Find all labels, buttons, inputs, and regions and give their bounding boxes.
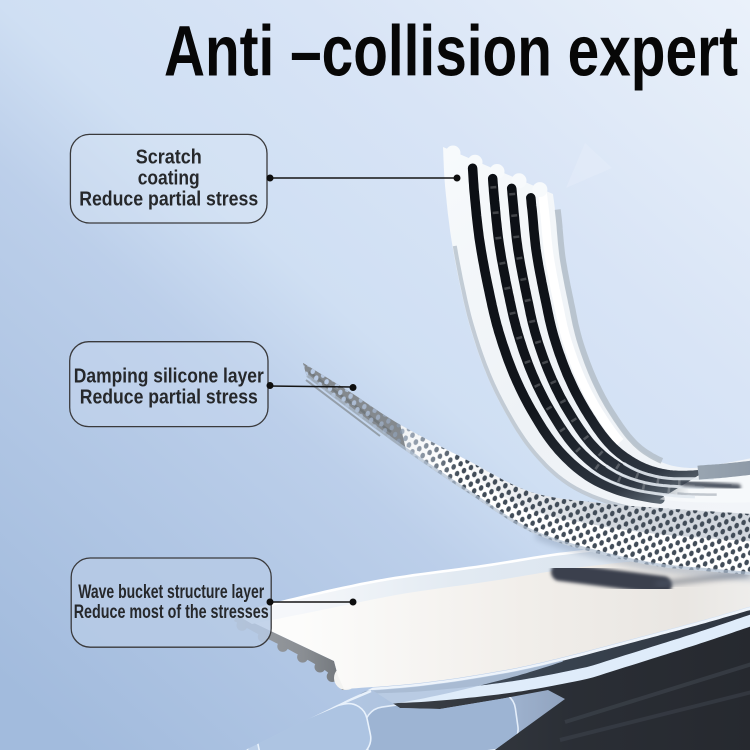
- svg-text:Reduce partial stress: Reduce partial stress: [80, 387, 258, 409]
- svg-text:Scratch: Scratch: [136, 147, 202, 169]
- svg-text:Anti –collision expert: Anti –collision expert: [164, 13, 738, 92]
- svg-text:Reduce partial stress: Reduce partial stress: [79, 189, 258, 211]
- svg-text:Damping silicone layer: Damping silicone layer: [74, 366, 264, 388]
- svg-text:Wave bucket structure layer: Wave bucket structure layer: [78, 582, 264, 603]
- svg-text:Reduce most of the stresses: Reduce most of the stresses: [74, 602, 269, 623]
- svg-text:coating: coating: [138, 168, 200, 190]
